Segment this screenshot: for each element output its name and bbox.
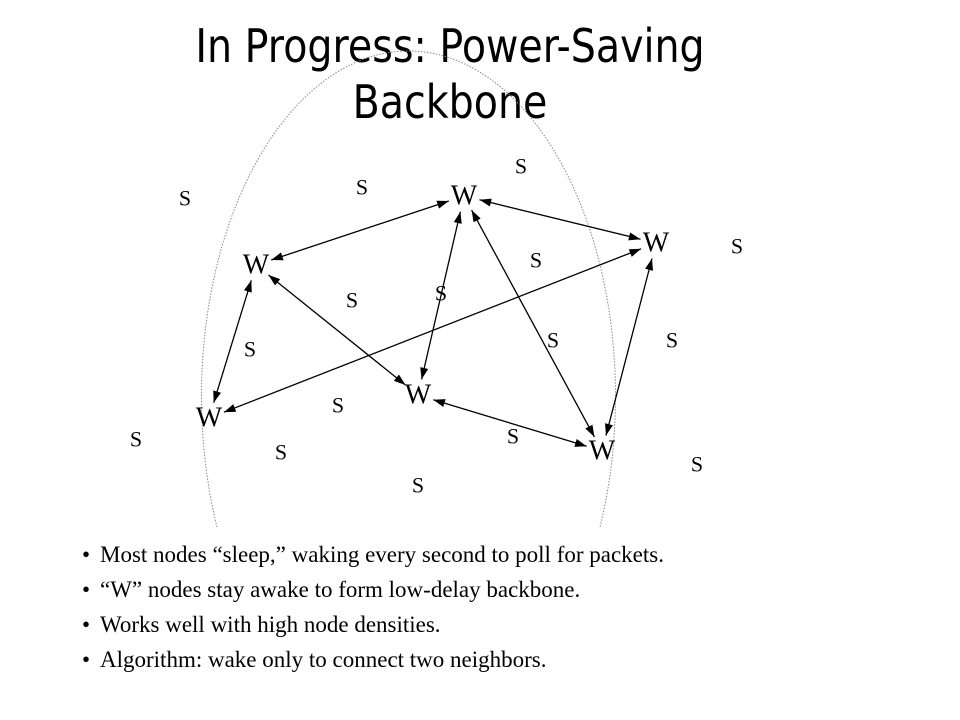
bullet-item-2: •“W” nodes stay awake to form low-delay … xyxy=(82,577,581,602)
page-title: In Progress: Power-Saving Backbone xyxy=(63,18,837,130)
bullet-item-4: •Algorithm: wake only to connect two nei… xyxy=(82,647,547,672)
edge-w3-w4 xyxy=(223,248,642,413)
node-s15: S xyxy=(691,452,703,477)
bullet-list: •Most nodes “sleep,” waking every second… xyxy=(82,537,664,677)
node-s9: S xyxy=(547,328,559,353)
node-w5: W xyxy=(405,380,432,411)
edge-w1-w2 xyxy=(270,200,450,261)
edge-w1-w3 xyxy=(479,198,641,241)
node-w2: W xyxy=(243,250,270,281)
node-s14: S xyxy=(275,440,287,465)
node-s3: S xyxy=(179,186,191,211)
node-s7: S xyxy=(435,281,447,306)
node-group: W W W W W W S S S S S S S S S S S S S S S S xyxy=(130,154,743,498)
node-s5: S xyxy=(530,248,542,273)
node-w6: W xyxy=(589,436,616,467)
bullet-item-1: •Most nodes “sleep,” waking every second… xyxy=(82,542,664,567)
node-s11: S xyxy=(332,393,344,418)
coverage-circle-arc xyxy=(201,50,616,528)
node-s2: S xyxy=(356,175,368,200)
edge-w1-w6 xyxy=(471,209,595,438)
node-w3: W xyxy=(643,228,670,259)
edge-group xyxy=(213,198,654,447)
node-s6: S xyxy=(346,288,358,313)
bullet-item-3: •Works well with high node densities. xyxy=(82,612,441,637)
title-line-2: Backbone xyxy=(352,75,548,129)
node-s8: S xyxy=(244,337,256,362)
title-line-1: In Progress: Power-Saving xyxy=(195,19,705,73)
node-s16: S xyxy=(412,473,424,498)
node-s13: S xyxy=(507,424,519,449)
node-s10: S xyxy=(666,328,678,353)
edge-w6-w3 xyxy=(604,258,654,436)
node-w4: W xyxy=(196,403,223,434)
node-w1: W xyxy=(451,181,478,212)
node-s12: S xyxy=(130,427,142,452)
node-s4: S xyxy=(731,234,743,259)
node-s1: S xyxy=(515,154,527,179)
